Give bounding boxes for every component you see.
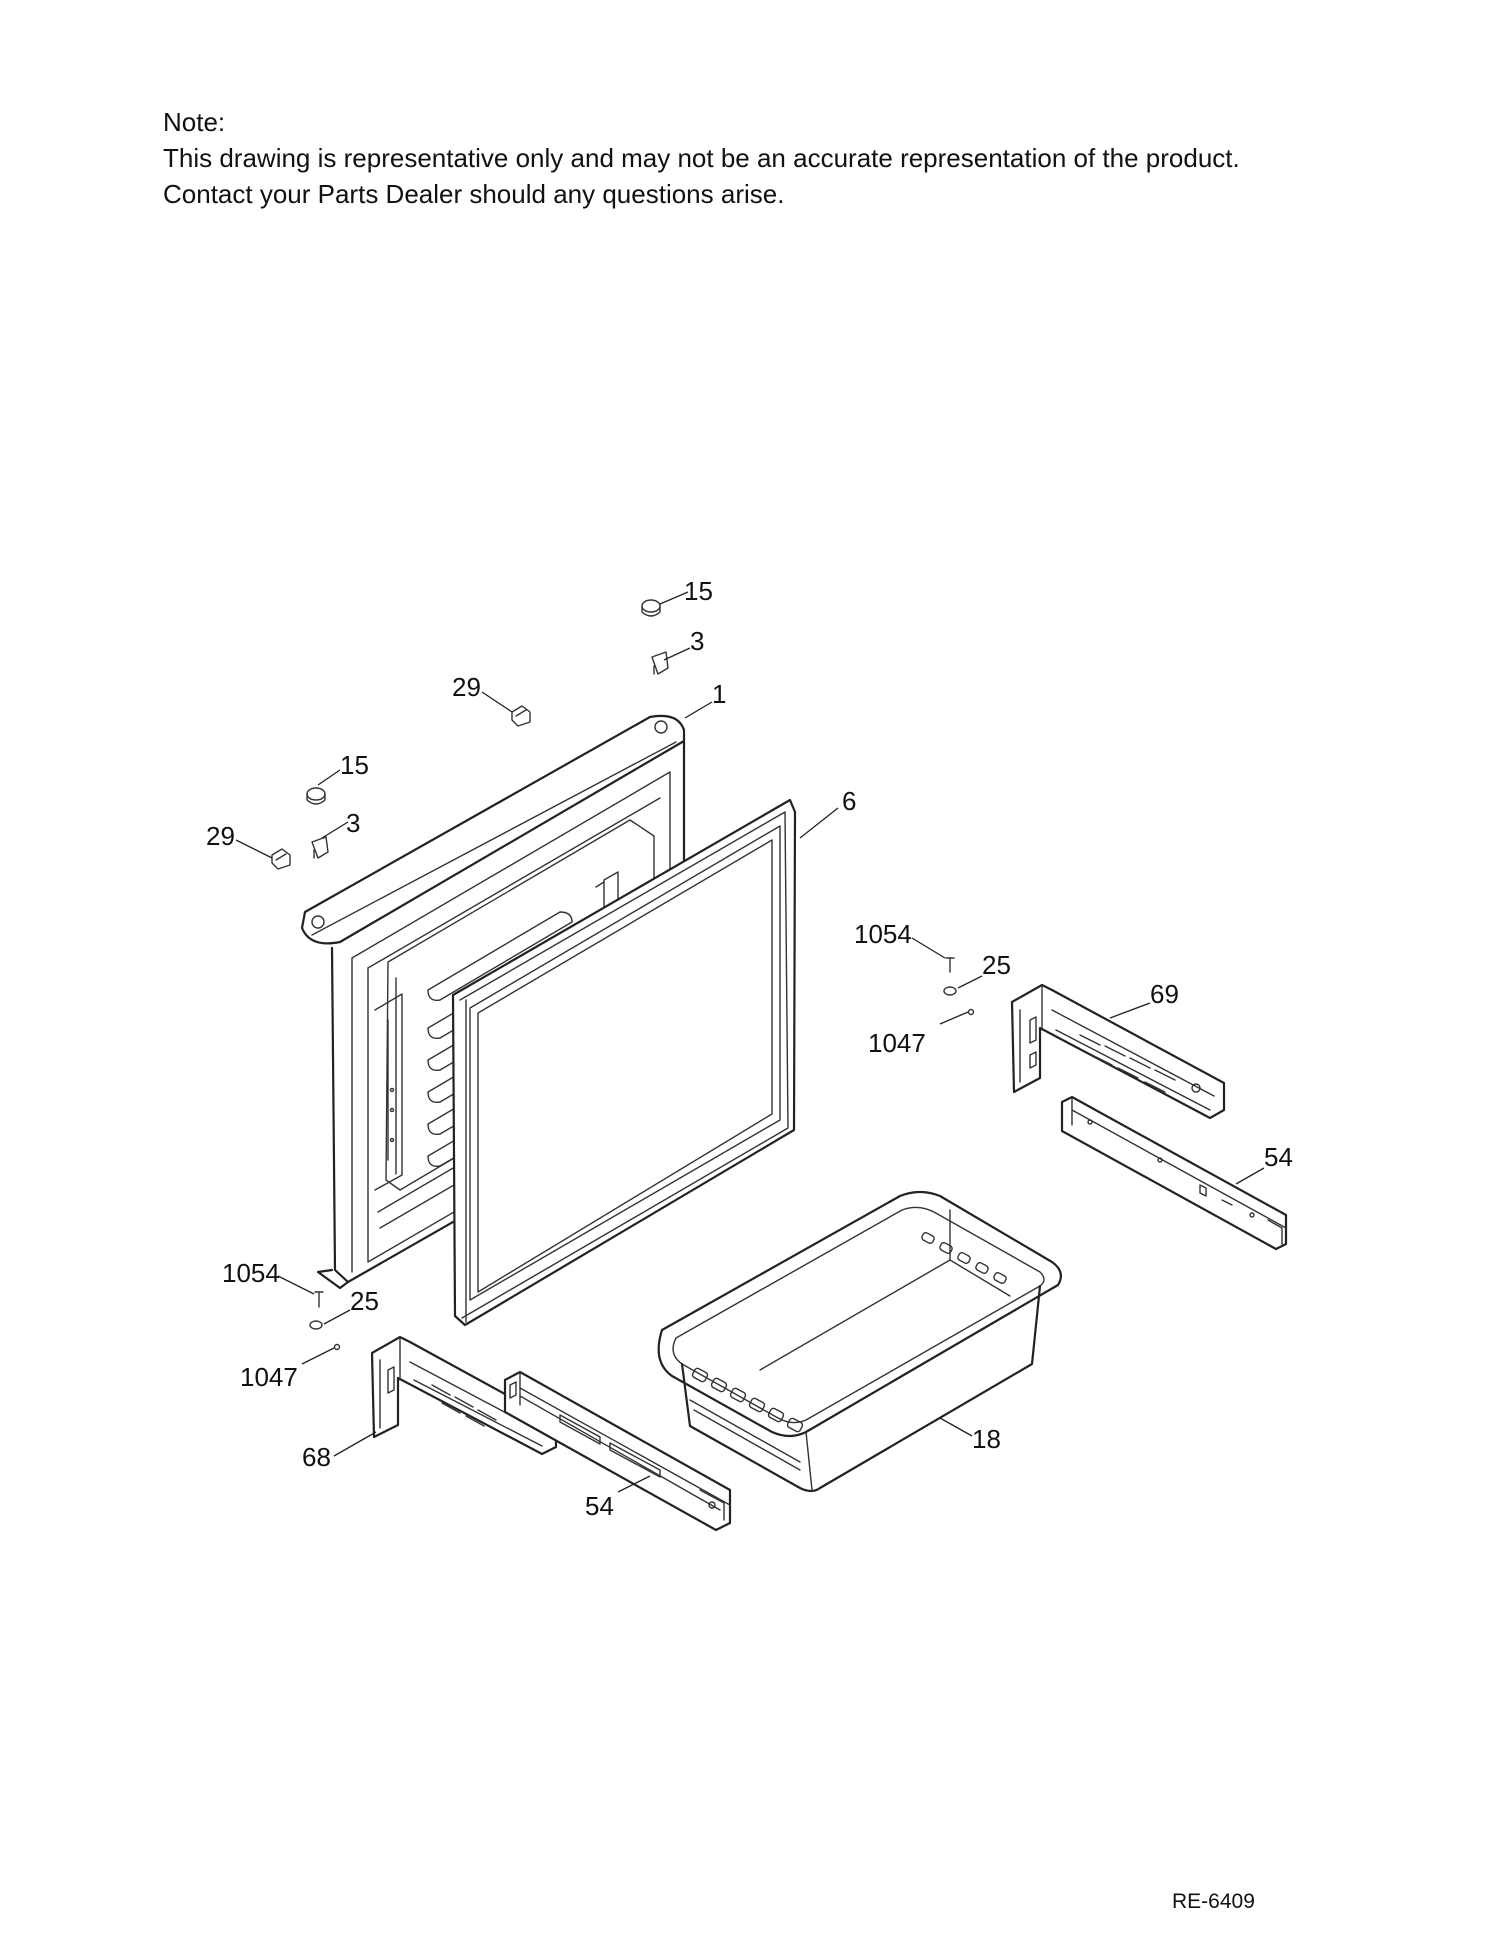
callout-29-top: 29 (452, 672, 481, 702)
note-line-1: This drawing is representative only and … (163, 143, 1240, 173)
callout-1054-right: 1054 (854, 919, 912, 949)
callout-3-top: 3 (690, 626, 704, 656)
callout-29-left: 29 (206, 821, 235, 851)
diagram-reference-code: RE-6409 (1172, 1890, 1255, 1913)
part-1054-left-screw (314, 1291, 324, 1308)
callout-1: 1 (712, 679, 726, 709)
callout-labels: 15 3 29 1 15 29 3 6 1054 25 69 1047 54 1… (206, 576, 1293, 1521)
basket-back-vents (921, 1232, 1007, 1284)
callout-25-left: 25 (350, 1286, 379, 1316)
callout-69: 69 (1150, 979, 1179, 1009)
part-1054-right-screw (945, 957, 955, 973)
part-54-bottom-slide-rail (503, 1370, 732, 1532)
callout-18: 18 (972, 1424, 1001, 1454)
part-25-left-washer (309, 1320, 323, 1330)
callout-15-top: 15 (684, 576, 713, 606)
callout-1047-left: 1047 (240, 1362, 298, 1392)
part-15-top-cap (641, 599, 661, 617)
part-1047-left-pin (333, 1343, 341, 1351)
leader-lines (235, 591, 1265, 1493)
callout-1047-right: 1047 (868, 1028, 926, 1058)
part-18-freezer-basket (657, 1190, 1063, 1493)
callout-15-left: 15 (340, 750, 369, 780)
callout-54-bottom: 54 (585, 1491, 614, 1521)
basket-front-vents (691, 1367, 804, 1433)
part-25-right-washer (943, 986, 957, 996)
callout-3-left: 3 (346, 808, 360, 838)
part-69-right-bracket (1010, 983, 1226, 1120)
part-3-top-plug (651, 651, 669, 675)
part-6-door-gasket (451, 798, 797, 1327)
bracket-68-slots (431, 1384, 497, 1427)
part-1047-right-pin (967, 1008, 975, 1016)
callout-25-right: 25 (982, 950, 1011, 980)
callout-54-right: 54 (1264, 1142, 1293, 1172)
callout-1054-left: 1054 (222, 1258, 280, 1288)
note-heading: Note: (163, 107, 226, 137)
callout-6: 6 (842, 786, 856, 816)
part-3-left-plug (311, 836, 329, 859)
disclaimer-note: Note: This drawing is representative onl… (163, 104, 1240, 212)
bracket-69-slots (1079, 1034, 1176, 1093)
callout-68: 68 (302, 1442, 331, 1472)
part-29-top-hinge (511, 705, 531, 727)
part-54-right-slide-rail (1060, 1095, 1288, 1251)
part-29-left-hinge (271, 848, 291, 870)
part-15-left-cap (306, 787, 326, 805)
note-line-2: Contact your Parts Dealer should any que… (163, 179, 785, 209)
